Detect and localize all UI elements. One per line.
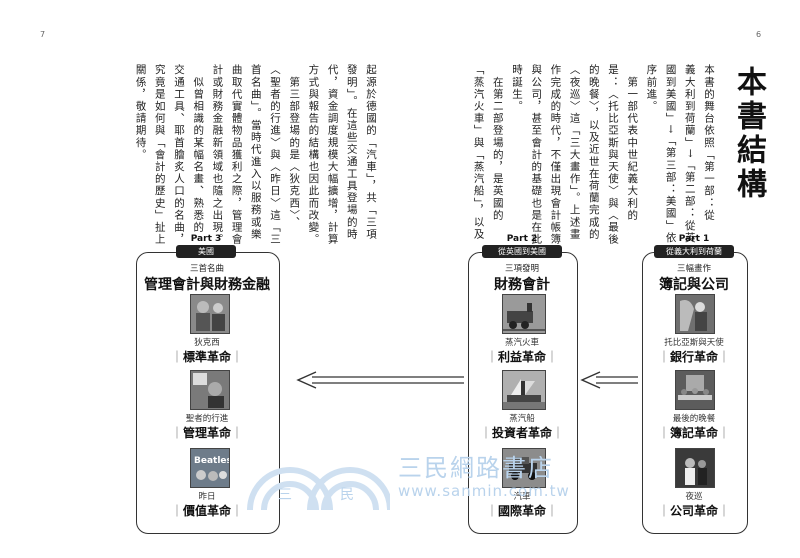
left-page-text-column: 關係，敬請期待。 [134, 64, 147, 161]
part2-title: 財務會計 [494, 277, 550, 293]
part3-item3-revolution: 價值革命 [136, 502, 278, 519]
part1-item3-caption: 夜巡 [685, 492, 703, 502]
right-page-text-column: 「蒸汽火車」與「蒸汽船」，以及 [472, 64, 485, 241]
left-page-text-column: 似曾相識的某幅名畫、熟悉的 [192, 64, 205, 234]
svg-text:Beatles: Beatles [194, 456, 229, 466]
left-page-text-column: 發明」。在這些交通工具登場的時 [345, 64, 358, 241]
steamship-image [502, 370, 546, 410]
part2-item3-caption: 汽車 [513, 492, 531, 502]
part1-item1-caption: 托比亞斯與天使 [664, 338, 724, 348]
watermark-url: www.sanmin.com.tw [398, 482, 570, 500]
part3-item2-revolution: 管理革命 [136, 424, 278, 441]
left-page-text-column: 代，資金調度規模大幅擴增，計算 [326, 64, 339, 246]
automobile-image [502, 448, 546, 488]
part1-title: 簿記與公司 [659, 277, 729, 293]
left-page-text-column: 第三部登場的是〈狄克西〉、 [288, 64, 301, 229]
part1-subtitle: 三幅畫作 [676, 264, 711, 274]
right-page-text-column: 與公司，甚至會計的基礎也是在此 [530, 64, 543, 246]
right-page-text-column: 〈夜巡〉這「三大畫作」。上述畫 [568, 64, 581, 241]
part1-item3-revolution: 公司革命 [642, 502, 746, 519]
part2-item3-revolution: 國際革命 [468, 502, 576, 519]
left-page-text-column: 起源於德國的「汽車」，共「三項 [365, 64, 377, 241]
left-page-number: 7 [40, 30, 46, 39]
part1-label: Part 1 [678, 234, 710, 244]
right-page-text-column: 是：〈托比亞斯與天使〉與〈最後 [607, 64, 619, 246]
left-page-text-column: 首名曲」。當時代進入以服務或樂 [249, 64, 262, 241]
part2-item2-revolution: 投資者革命 [468, 424, 576, 441]
part3-subtitle: 三首名曲 [189, 264, 224, 274]
right-page-text-column: 義大利到荷蘭」→「第二部：從英 [683, 64, 696, 244]
left-page-text-column: 計或財務金融新領域也隨之出現。 [211, 64, 224, 246]
steam-train-image [502, 294, 546, 334]
part1-item2-caption: 最後的晚餐 [672, 414, 716, 424]
part2-label: Part 2 [506, 234, 538, 244]
last-supper-image [675, 370, 715, 410]
left-page-text-column: 究竟是如何與「會計的歷史」扯上 [153, 64, 166, 246]
saints-image [190, 370, 230, 410]
arrow-part1-to-part2 [580, 371, 638, 389]
part2-subtitle: 三項發明 [504, 264, 539, 274]
part1-item1-revolution: 銀行革命 [642, 348, 746, 365]
left-page-text-column: 交通工具、耶首膾炙人口的名曲， [173, 64, 185, 246]
part2-item2-caption: 蒸汽船 [509, 414, 535, 424]
arrow-part2-to-part3 [296, 371, 464, 389]
watermark-logo-char-1: 三 [278, 487, 292, 503]
watermark-logo-char-2: 民 [340, 487, 354, 503]
left-page-text-column: 〈聖者的行進〉與〈昨日〉這「三 [269, 64, 281, 246]
part3-label: Part 3 [190, 234, 222, 244]
part2-item1-caption: 蒸汽火車 [504, 338, 539, 348]
right-page-text-column: 序前進。 [645, 64, 658, 113]
right-page-text-column: 國到美國」→「第三部：美國」依 [664, 64, 677, 244]
dixie-image [190, 294, 230, 334]
section-title: 本書結構 [731, 66, 766, 202]
part3-item1-revolution: 標準革命 [136, 348, 278, 365]
part2-item1-revolution: 利益革命 [468, 348, 576, 365]
part3-item1-caption: 狄克西 [194, 338, 220, 348]
part3-item2-caption: 聖者的行進 [185, 414, 229, 424]
bookstore-logo-icon [247, 467, 390, 511]
bookstore-watermark: 三 民 三民網路書店 www.sanmin.com.tw [240, 444, 600, 514]
right-page-text-column: 在第二部登場的，是英國的 [491, 64, 504, 222]
right-page-text-column: 作完成的時代，不僅出現會計帳簿 [549, 64, 562, 246]
part1-item2-revolution: 簿記革命 [642, 424, 746, 441]
right-page-number: 6 [756, 30, 762, 39]
left-page-text-column: 方式與報告的結構也因此而改變。 [307, 64, 320, 246]
part3-item3-caption: 昨日 [198, 492, 216, 502]
right-page-text-column: 本書的舞台依照「第一部：從 [703, 64, 715, 222]
part2-tag: 從英國到美國 [482, 245, 562, 258]
right-page-text-column: 第一部代表中世紀義大利的 [626, 64, 639, 222]
night-watch-image [675, 448, 715, 488]
part3-title: 管理會計與財務金融 [144, 277, 270, 293]
part1-tag: 從義大利到荷蘭 [654, 245, 734, 258]
part3-tag: 美國 [176, 245, 236, 258]
tobias-angel-image [675, 294, 715, 334]
right-page-text-column: 時誕生。 [511, 64, 523, 113]
right-page-text-column: 的晚餐〉，以及近世在荷蘭完成的 [587, 64, 600, 241]
yesterday-image: Beatles [190, 448, 230, 488]
watermark-name: 三民網路書店 [398, 454, 554, 482]
left-page-text-column: 曲取代實體物品獲利之際，管理會 [230, 64, 243, 246]
